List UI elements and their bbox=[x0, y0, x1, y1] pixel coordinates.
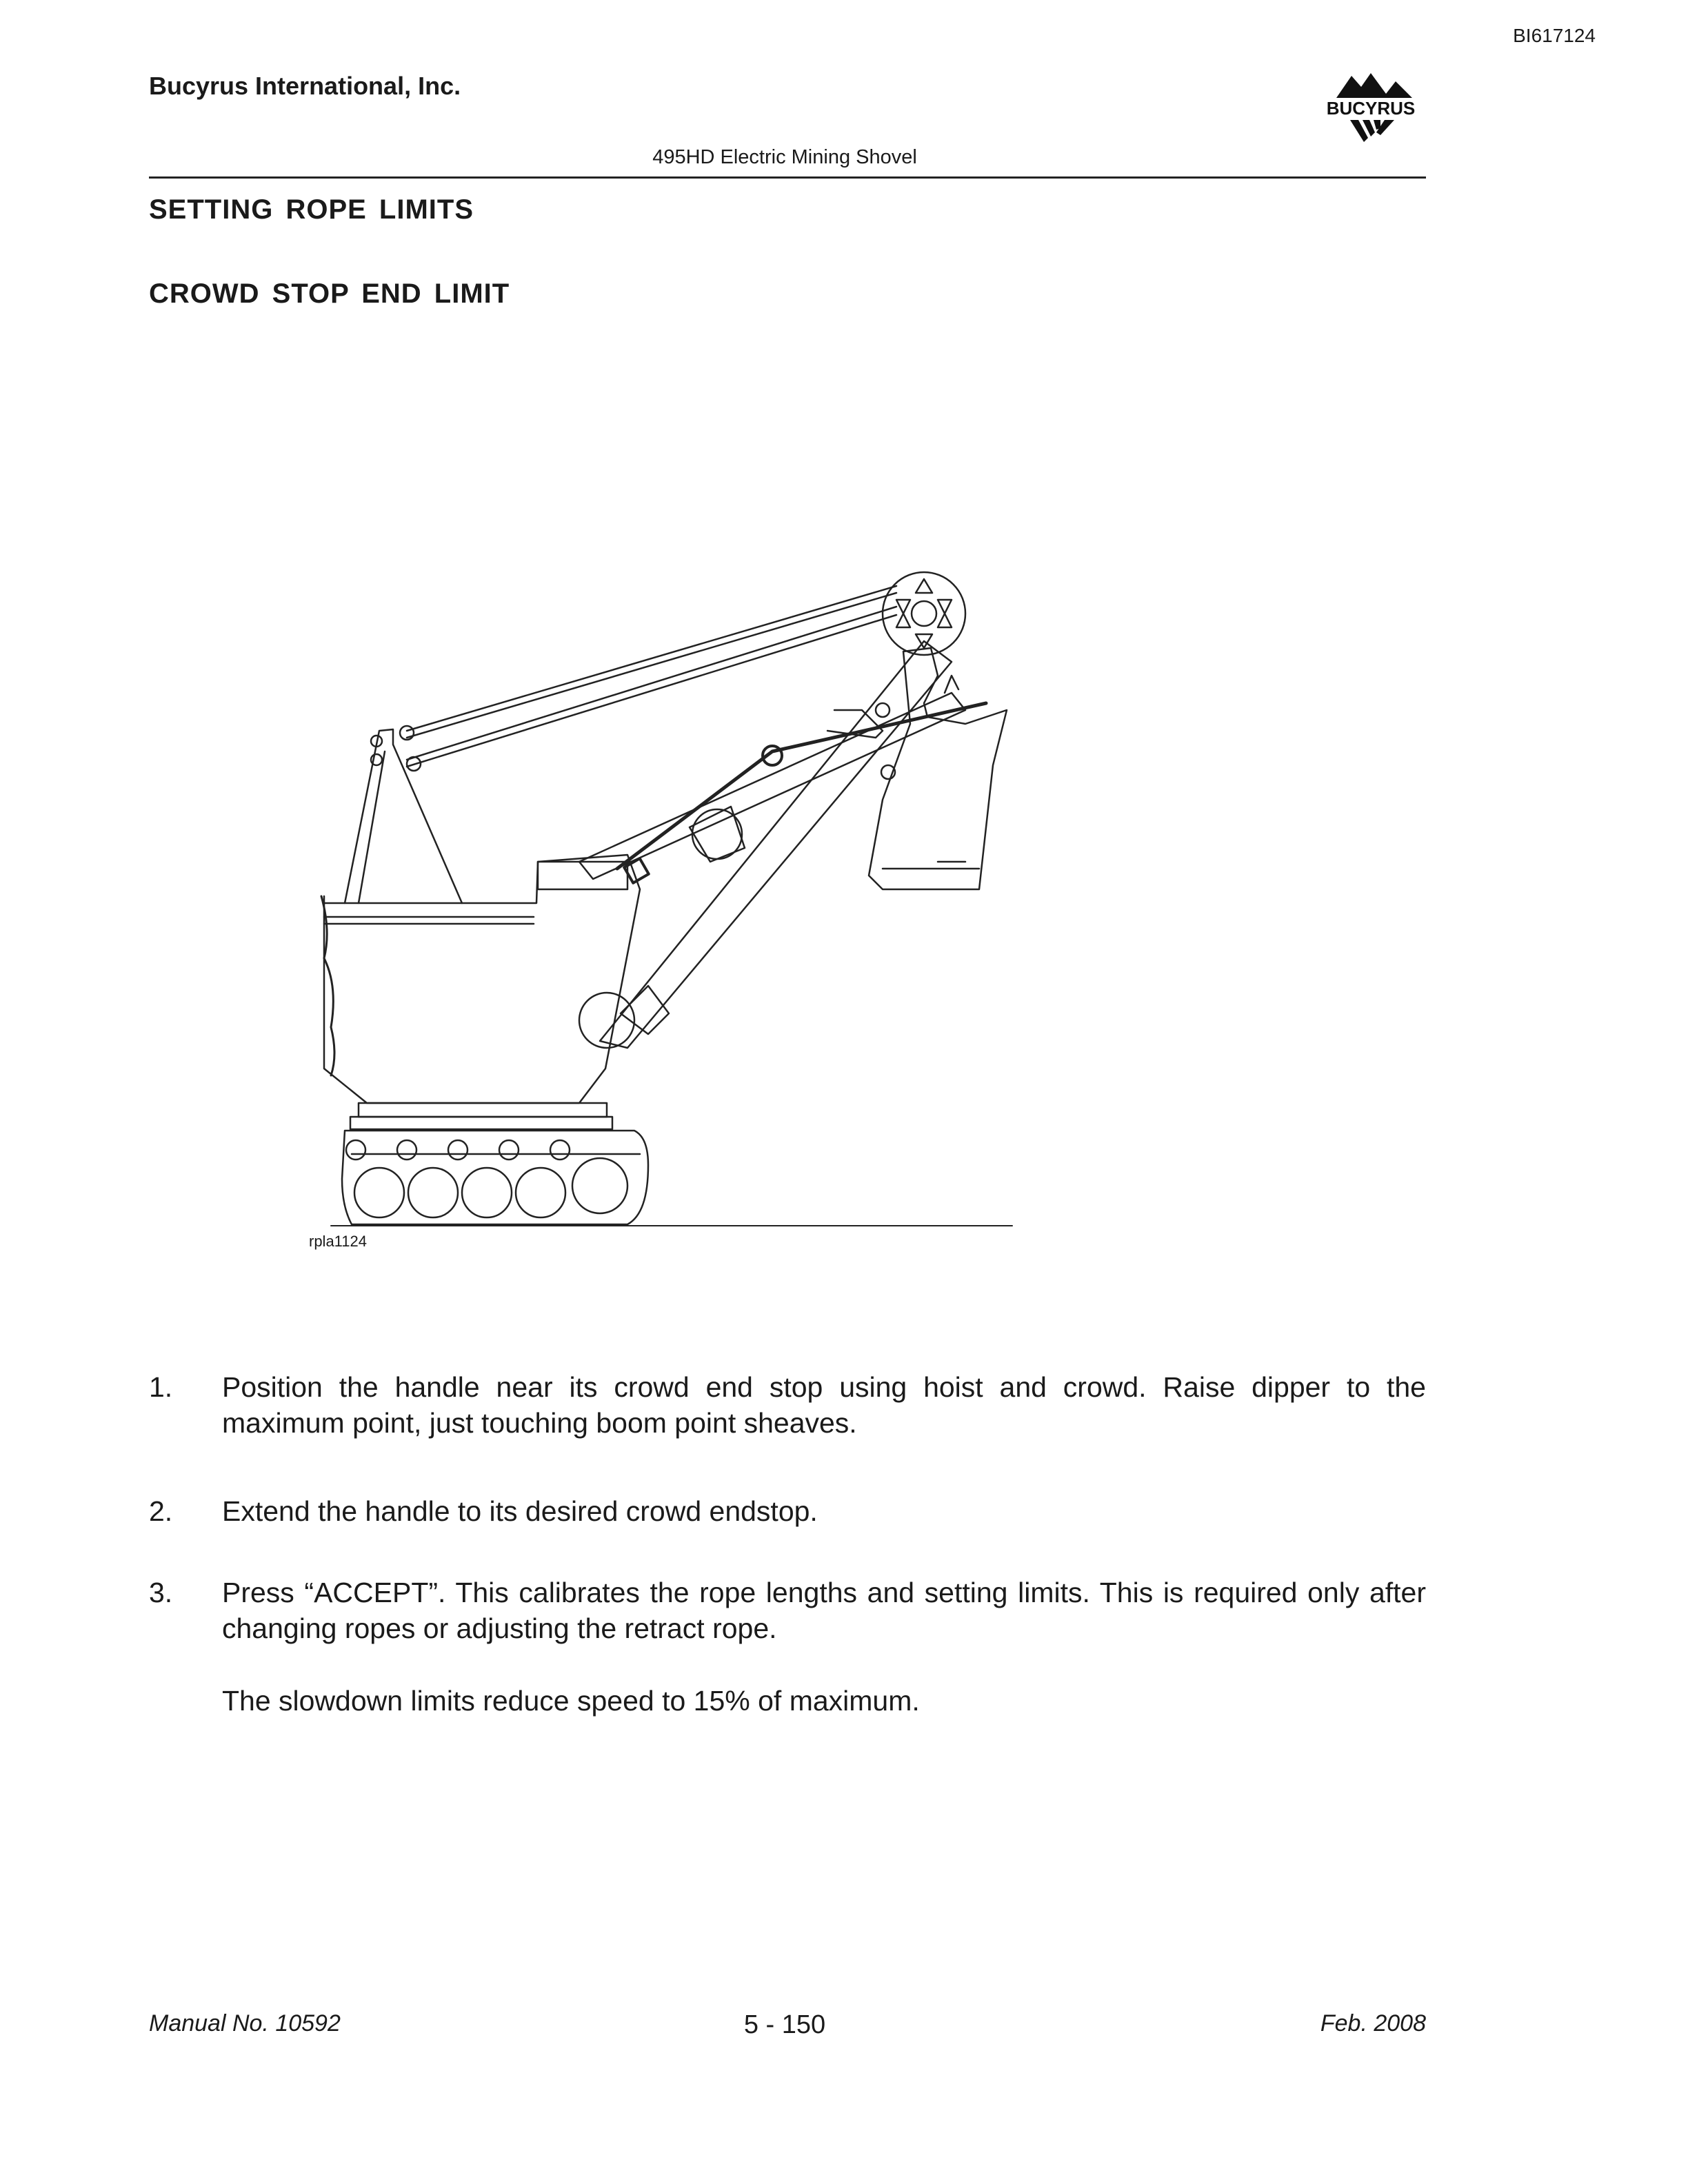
subsection-heading: CROWD STOP END LIMIT bbox=[149, 279, 510, 309]
footer-page-number: 5 - 150 bbox=[743, 2010, 826, 2039]
document-subtitle: 495HD Electric Mining Shovel bbox=[652, 146, 917, 168]
slowdown-note: The slowdown limits reduce speed to 15% … bbox=[222, 1685, 920, 1717]
logo-text: BUCYRUS bbox=[1327, 98, 1416, 119]
footer-date: Feb. 2008 bbox=[1320, 2010, 1426, 2036]
footer-manual-number: Manual No. 10592 bbox=[149, 2010, 341, 2036]
crawler-lower-rollers bbox=[353, 1157, 629, 1219]
step-number: 3. bbox=[149, 1577, 173, 1608]
shovel-illustration bbox=[320, 571, 1013, 1226]
crawler-upper-rollers bbox=[345, 1139, 571, 1161]
section-heading: SETTING ROPE LIMITS bbox=[149, 194, 474, 225]
step-item: 1. Position the handle near its crowd en… bbox=[149, 1369, 1426, 1441]
document-id: BI617124 bbox=[1513, 25, 1596, 46]
figure-label: rpla1124 bbox=[309, 1233, 367, 1250]
step-number: 2. bbox=[149, 1495, 173, 1527]
step-item: 3. Press “ACCEPT”. This calibrates the r… bbox=[149, 1575, 1426, 1646]
sheave-spokes bbox=[895, 578, 953, 649]
step-text: Extend the handle to its desired crowd e… bbox=[222, 1495, 818, 1527]
step-text: Position the handle near its crowd end s… bbox=[222, 1371, 1426, 1439]
company-name: Bucyrus International, Inc. bbox=[149, 72, 461, 100]
step-text: Press “ACCEPT”. This calibrates the rope… bbox=[222, 1577, 1426, 1644]
header-rule bbox=[149, 176, 1426, 179]
bucyrus-logo: BUCYRUS bbox=[1327, 73, 1416, 142]
step-item: 2. Extend the handle to its desired crow… bbox=[149, 1493, 1426, 1529]
step-number: 1. bbox=[149, 1371, 173, 1403]
